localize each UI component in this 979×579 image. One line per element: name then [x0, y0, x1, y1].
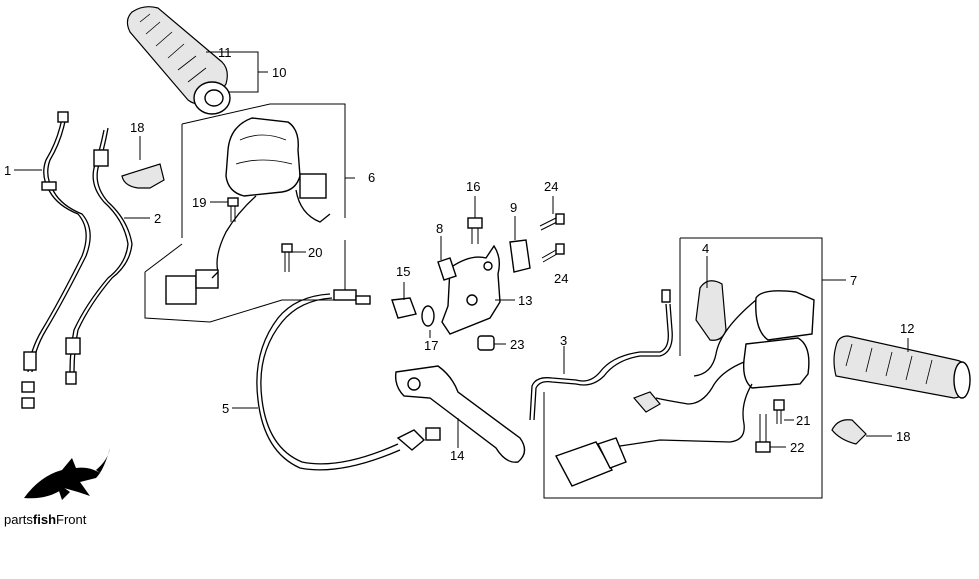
- choke-cable-3[interactable]: [529, 289, 673, 421]
- label-8: 8: [436, 221, 443, 236]
- clutch-lever-14[interactable]: [394, 365, 526, 463]
- left-grip-12[interactable]: [833, 335, 971, 399]
- clip-18-left[interactable]: [121, 163, 165, 189]
- label-17: 17: [424, 338, 438, 353]
- screw-24-lower[interactable]: [541, 243, 565, 263]
- lever-bracket-13[interactable]: [441, 244, 501, 335]
- screw-19[interactable]: [227, 197, 239, 222]
- brand-suffix: Front: [56, 512, 87, 527]
- label-7: 7: [850, 273, 857, 288]
- label-10: 10: [272, 65, 286, 80]
- left-switch-housing[interactable]: [165, 117, 331, 305]
- clip-17[interactable]: [421, 305, 435, 327]
- label-9: 9: [510, 200, 517, 215]
- screw-21[interactable]: [773, 399, 785, 424]
- bolt-16[interactable]: [467, 217, 483, 244]
- label-4: 4: [702, 241, 709, 256]
- label-19: 19: [192, 195, 206, 210]
- label-14: 14: [450, 448, 464, 463]
- label-23: 23: [510, 337, 524, 352]
- brand-prefix: parts: [4, 512, 33, 527]
- right-switch-housing[interactable]: [554, 290, 815, 487]
- label-20: 20: [308, 245, 322, 260]
- brand-text: partsfishFront: [4, 512, 86, 527]
- label-13: 13: [518, 293, 532, 308]
- label-15: 15: [396, 264, 410, 279]
- fish-logo: [24, 448, 110, 500]
- switch-8[interactable]: [437, 257, 457, 281]
- screw-24-upper[interactable]: [539, 213, 565, 231]
- label-11: 11: [218, 45, 232, 60]
- switch-9[interactable]: [509, 239, 531, 273]
- callout-labels: 1 2 3 4 5 6 7 8 9 10 11 12 13 14 15 16 1…: [4, 45, 914, 463]
- switch-plate-4[interactable]: [695, 280, 727, 341]
- brand-bold: fish: [32, 512, 57, 527]
- screw-20[interactable]: [281, 243, 293, 272]
- label-24-upper: 24: [544, 179, 558, 194]
- label-2: 2: [154, 211, 161, 226]
- label-21: 21: [796, 413, 810, 428]
- label-5: 5: [222, 401, 229, 416]
- label-1: 1: [4, 163, 11, 178]
- throttle-grip[interactable]: [126, 6, 231, 115]
- clutch-cable-5[interactable]: [256, 289, 441, 471]
- label-22: 22: [790, 440, 804, 455]
- pivot-bolt-15[interactable]: [391, 297, 417, 319]
- nut-23[interactable]: [477, 335, 495, 351]
- label-16: 16: [466, 179, 480, 194]
- throttle-cable-2[interactable]: [65, 127, 133, 385]
- label-18-left: 18: [130, 120, 144, 135]
- screw-22[interactable]: [755, 414, 771, 453]
- label-6: 6: [368, 170, 375, 185]
- label-18-right: 18: [896, 429, 910, 444]
- label-12: 12: [900, 321, 914, 336]
- label-3: 3: [560, 333, 567, 348]
- label-24-lower: 24: [554, 271, 568, 286]
- clip-18-right[interactable]: [831, 419, 867, 445]
- leader-lines: [14, 51, 909, 448]
- throttle-cable-1[interactable]: [21, 111, 91, 409]
